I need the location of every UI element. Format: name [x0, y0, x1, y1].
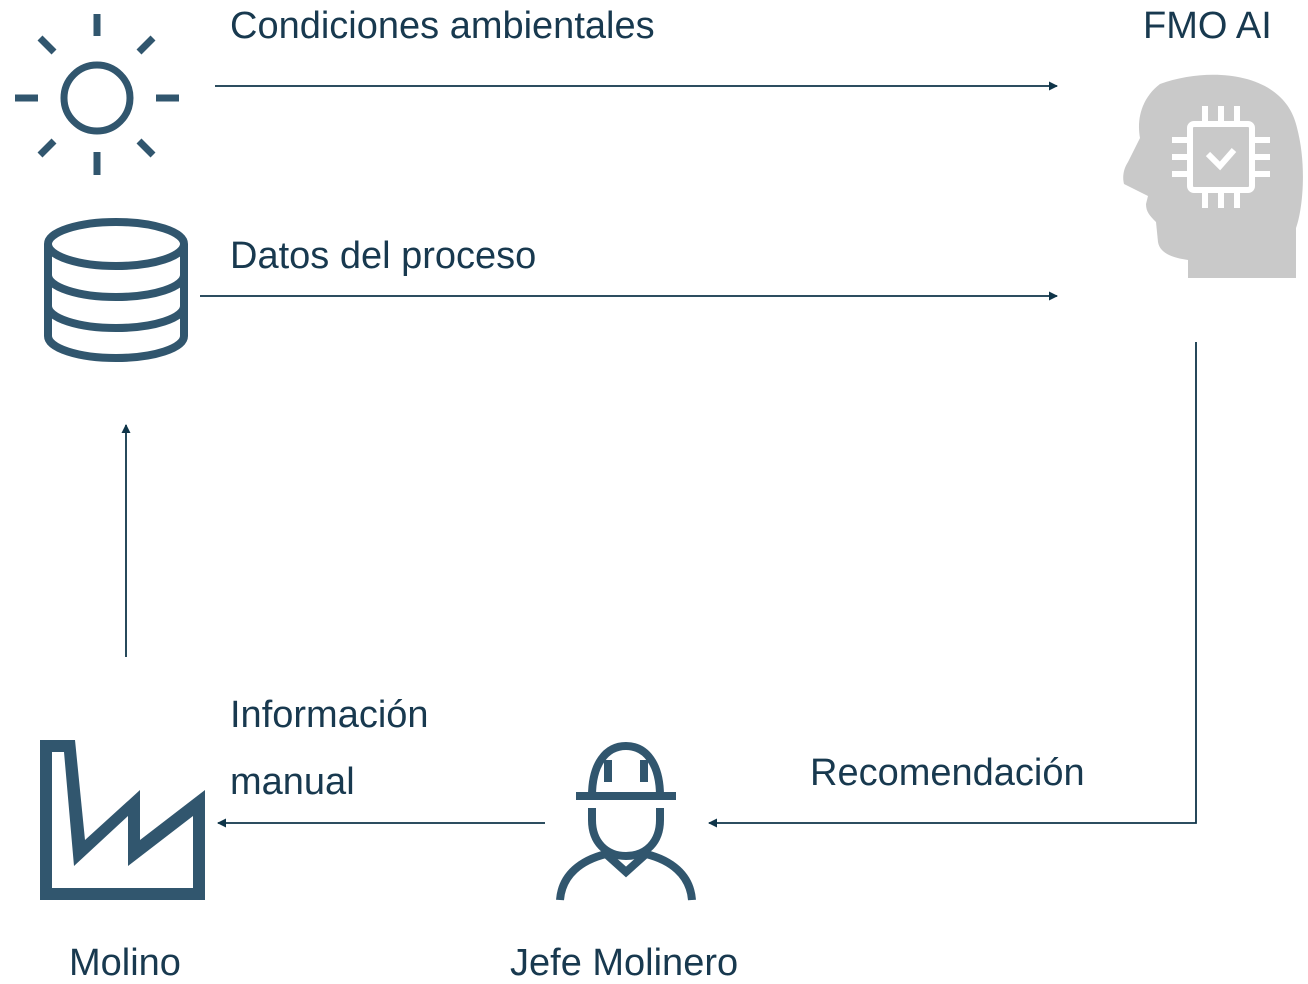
ai-head-chip-icon	[1123, 74, 1303, 278]
edge-label-ai-to-miller: Recomendación	[810, 752, 1085, 794]
edge-ai-to-miller	[708, 342, 1197, 828]
edge-label-miller-to-mill-line1: Información	[230, 694, 429, 736]
mill-node-label: Molino	[69, 942, 181, 984]
ai-node-label: FMO AI	[1143, 5, 1272, 47]
database-icon	[44, 218, 188, 362]
miller-node-label: Jefe Molinero	[510, 942, 739, 984]
worker-hardhat-icon	[556, 741, 696, 901]
edges	[121, 81, 1197, 828]
edge-label-db-to-ai: Datos del proceso	[230, 235, 537, 277]
edge-label-env-to-ai: Condiciones ambientales	[230, 5, 655, 47]
edge-label-miller-to-mill-line2: manual	[230, 761, 355, 803]
sun-icon	[15, 14, 179, 175]
factory-icon	[40, 740, 205, 900]
